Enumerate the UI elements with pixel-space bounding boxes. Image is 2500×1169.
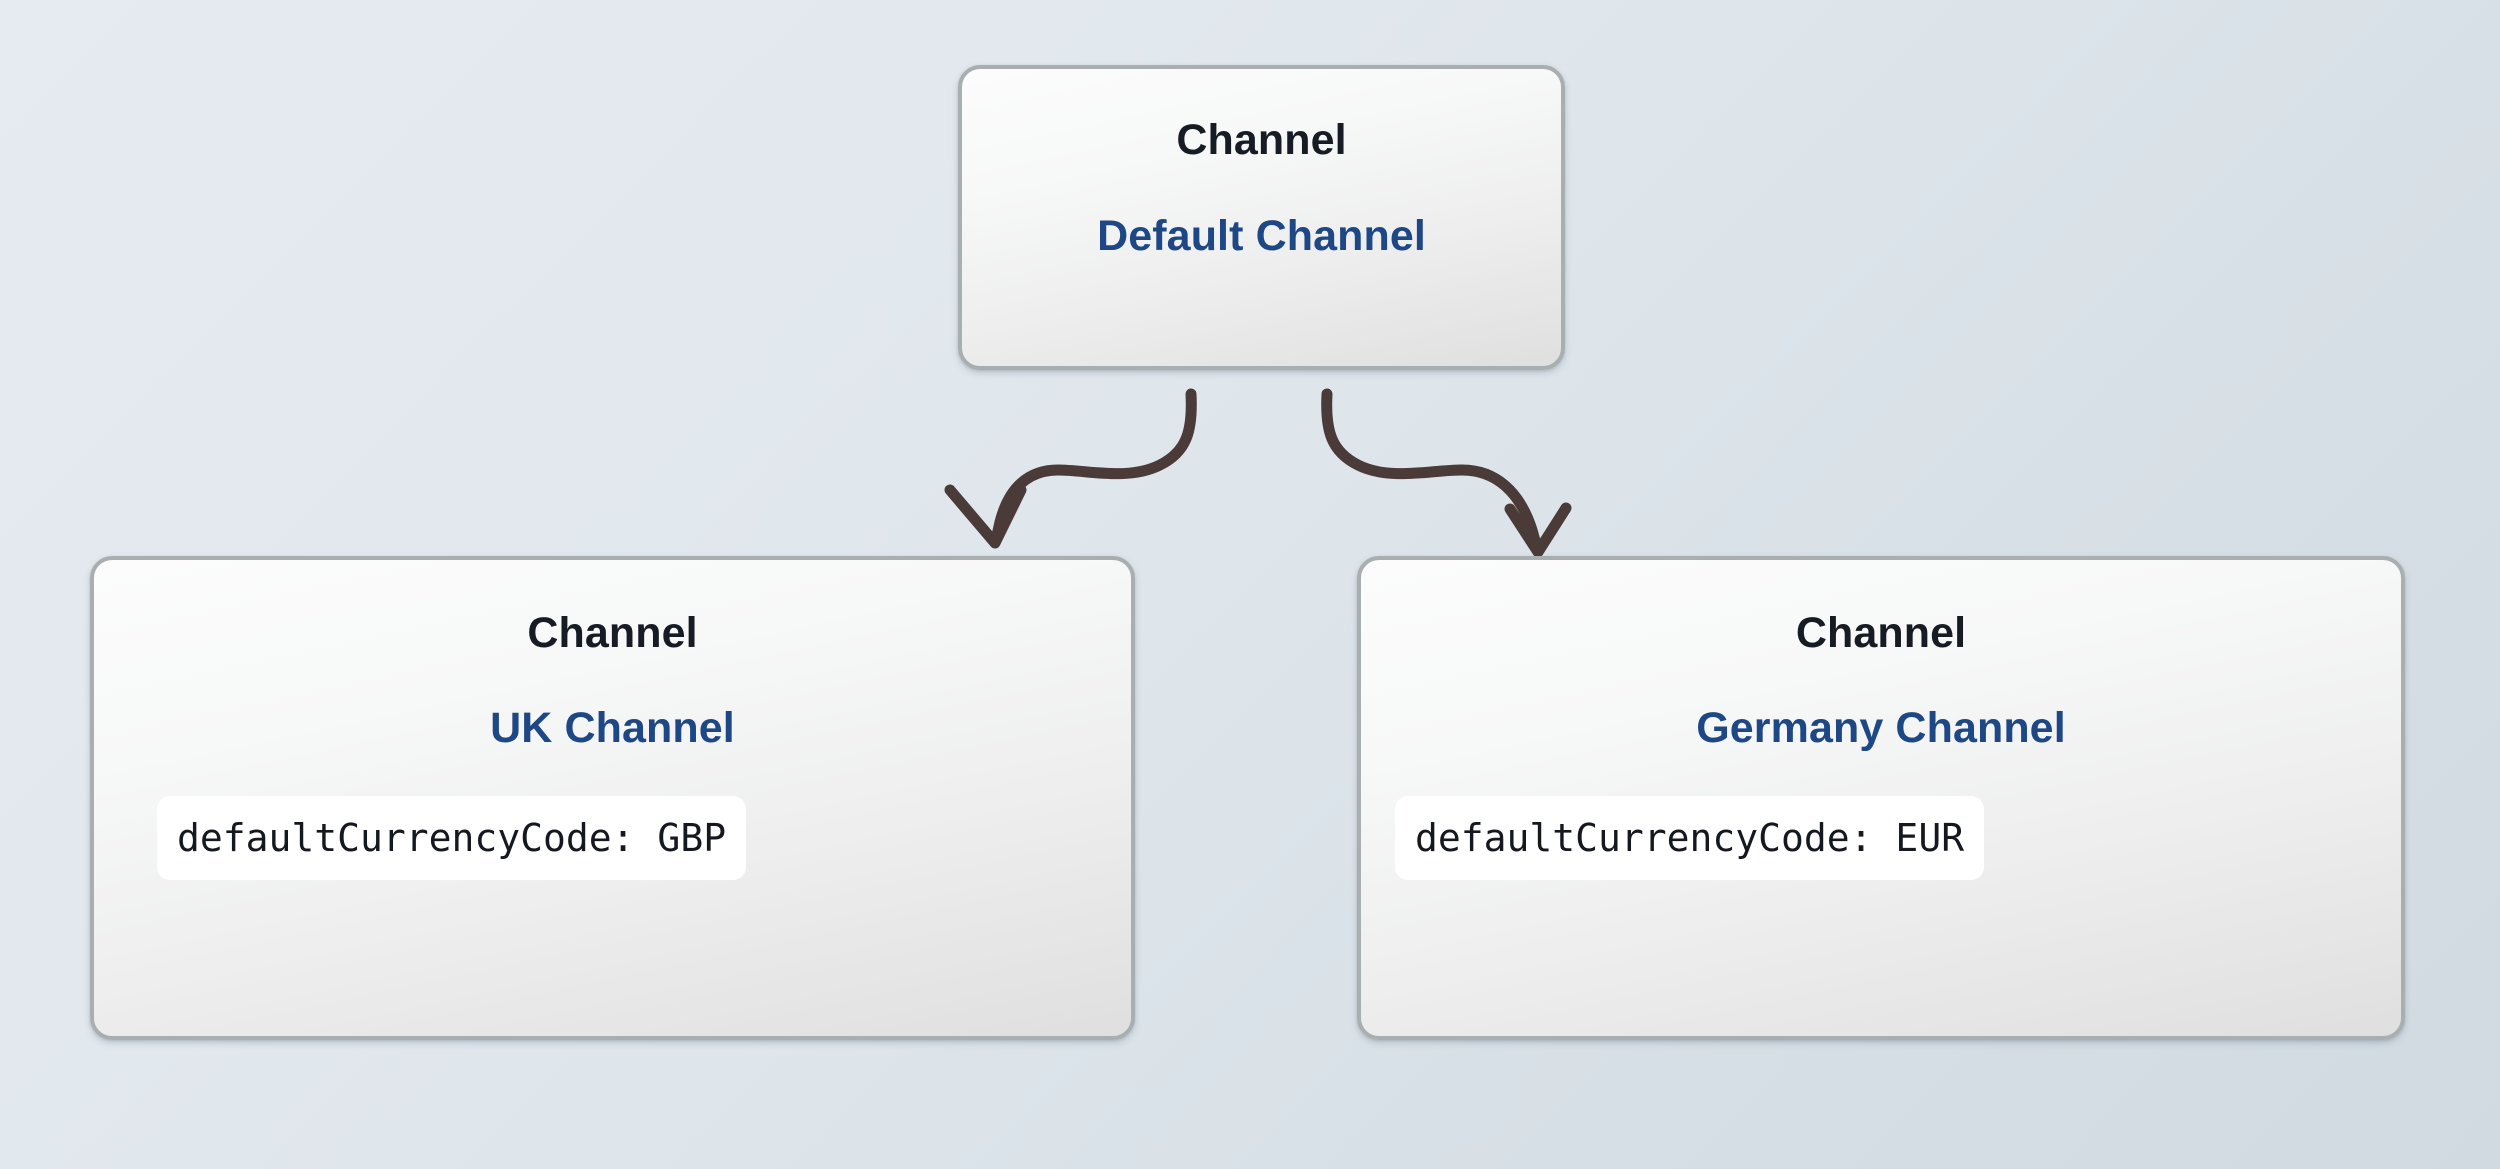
node-name-label: Default Channel (1097, 212, 1426, 260)
node-default-channel[interactable]: Channel Default Channel (958, 65, 1565, 370)
edge-root-to-uk (944, 388, 1197, 549)
edge-root-to-de (1321, 388, 1572, 558)
node-name-label: Germany Channel (1696, 704, 2066, 752)
node-type-label: Channel (1795, 609, 1967, 657)
node-name-label: UK Channel (490, 704, 735, 752)
node-type-label: Channel (527, 609, 698, 657)
node-attribute-chip: defaultCurrencyCode: GBP (157, 796, 747, 880)
node-germany-channel[interactable]: Channel Germany Channel defaultCurrencyC… (1357, 556, 2405, 1040)
node-type-label: Channel (1176, 116, 1347, 164)
node-attribute-chip: defaultCurrencyCode: EUR (1395, 796, 1985, 880)
node-uk-channel[interactable]: Channel UK Channel defaultCurrencyCode: … (90, 556, 1135, 1040)
